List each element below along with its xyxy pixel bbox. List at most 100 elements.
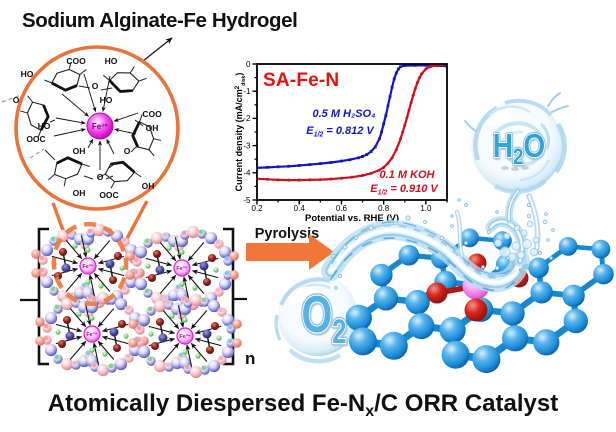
lattice-arrow bbox=[162, 310, 180, 330]
x-tick-label: 0.4 bbox=[294, 204, 306, 213]
bead-accent bbox=[72, 360, 78, 366]
marker bbox=[424, 67, 428, 71]
marker bbox=[266, 165, 269, 169]
marker bbox=[386, 104, 390, 108]
o2-label-outline: O2 bbox=[301, 285, 346, 351]
lattice-arrow bbox=[65, 272, 83, 292]
marker bbox=[401, 130, 405, 134]
green-sphere bbox=[98, 283, 104, 289]
carbon-atom bbox=[593, 263, 614, 285]
water-droplet bbox=[542, 219, 548, 225]
y-axis-label: Current density (mA/cm2disk) bbox=[234, 73, 247, 192]
lattice-arrow bbox=[182, 276, 190, 299]
bead-accent bbox=[91, 296, 97, 302]
carbon-atom bbox=[370, 263, 393, 287]
y-tick-label: -5 bbox=[243, 196, 251, 205]
bead-accent bbox=[184, 298, 190, 304]
lattice-arrow bbox=[177, 305, 185, 328]
lattice-arrow bbox=[93, 240, 111, 260]
water-droplet bbox=[481, 265, 485, 269]
coordination-arrow bbox=[55, 117, 86, 125]
bead bbox=[189, 293, 203, 307]
bead bbox=[221, 345, 235, 359]
linker-sphere bbox=[35, 317, 45, 327]
bead-accent bbox=[224, 270, 230, 276]
linker-sphere bbox=[128, 338, 138, 348]
green-sphere bbox=[182, 349, 188, 355]
chem-label: OH bbox=[73, 146, 86, 156]
marker bbox=[365, 153, 369, 156]
x-tick-label: 0.6 bbox=[336, 204, 348, 213]
bead-accent bbox=[87, 294, 93, 300]
green-sphere bbox=[76, 311, 82, 317]
fe-center-label: Fe³⁺ bbox=[86, 331, 97, 338]
water-droplet bbox=[495, 210, 499, 214]
lattice-arrow bbox=[187, 242, 205, 262]
plot-title: SA-Fe-N bbox=[263, 70, 339, 91]
water-droplet bbox=[527, 202, 532, 207]
y-tick-label: -4 bbox=[243, 169, 251, 178]
h2o-label-outline: H2O bbox=[493, 128, 545, 169]
bead-accent bbox=[136, 337, 142, 343]
h2o-stream-core bbox=[508, 190, 519, 221]
linker-sphere bbox=[232, 319, 242, 329]
chem-label: HO bbox=[21, 69, 34, 79]
carbon-atom bbox=[373, 286, 399, 311]
bead-accent bbox=[91, 362, 97, 368]
marker bbox=[418, 76, 422, 80]
green-sphere bbox=[85, 247, 91, 253]
bead-accent bbox=[215, 287, 221, 293]
coordination-arrows bbox=[53, 73, 139, 170]
linker-sphere bbox=[229, 270, 239, 280]
splash-blob bbox=[494, 239, 502, 247]
green-sphere bbox=[216, 335, 222, 341]
y-tick-label: -1 bbox=[243, 87, 251, 96]
splash-blob bbox=[526, 220, 534, 228]
splash-blob bbox=[499, 246, 511, 258]
n-sphere bbox=[202, 329, 212, 339]
marker bbox=[394, 71, 398, 75]
coordination-arrow bbox=[61, 93, 89, 117]
marker bbox=[405, 116, 409, 120]
water-splash bbox=[321, 187, 555, 293]
marker bbox=[420, 72, 424, 76]
h2o-label: H2O bbox=[493, 128, 545, 169]
green-sphere bbox=[166, 245, 172, 251]
o2-bubble-highlight bbox=[288, 286, 314, 304]
lattice-arrow bbox=[97, 308, 115, 328]
marker bbox=[266, 177, 270, 181]
pyranose-ring bbox=[19, 95, 50, 138]
n-sphere bbox=[199, 261, 209, 271]
lattice-arrow bbox=[159, 274, 177, 294]
bead-accent bbox=[43, 335, 49, 341]
marker bbox=[413, 86, 417, 90]
o-sphere bbox=[151, 342, 159, 350]
carbon-atom bbox=[472, 345, 501, 374]
chem-label: O bbox=[97, 172, 104, 182]
pyranose-ring bbox=[44, 61, 87, 92]
water-droplet bbox=[527, 214, 531, 218]
bead bbox=[186, 225, 200, 239]
lattice-units: Fe³⁺Fe³⁺Fe³⁺Fe³⁺ bbox=[31, 223, 242, 379]
y-tick-label: 0 bbox=[246, 60, 251, 69]
carbon-atom bbox=[349, 327, 377, 356]
coordination-arrow bbox=[113, 112, 139, 122]
fe-center-label: Fe³⁺ bbox=[179, 333, 190, 340]
n-sphere bbox=[109, 327, 119, 337]
bead bbox=[114, 357, 128, 371]
o-sphere bbox=[153, 250, 161, 258]
right-bracket bbox=[223, 227, 235, 366]
bead bbox=[40, 243, 54, 257]
bead bbox=[60, 357, 74, 371]
chem-label: OH bbox=[73, 188, 86, 198]
water-droplet bbox=[549, 256, 553, 260]
o-sphere bbox=[59, 248, 67, 256]
coordination-arrow bbox=[53, 128, 86, 137]
green-sphere bbox=[123, 333, 129, 339]
lattice-arrow bbox=[92, 342, 100, 365]
marker bbox=[308, 178, 312, 182]
pyrolysis-step: Pyrolysis bbox=[246, 226, 334, 270]
marker bbox=[407, 108, 411, 112]
lattice-arrow bbox=[190, 310, 208, 330]
h2o-bubble: H2O H2O bbox=[464, 92, 569, 195]
